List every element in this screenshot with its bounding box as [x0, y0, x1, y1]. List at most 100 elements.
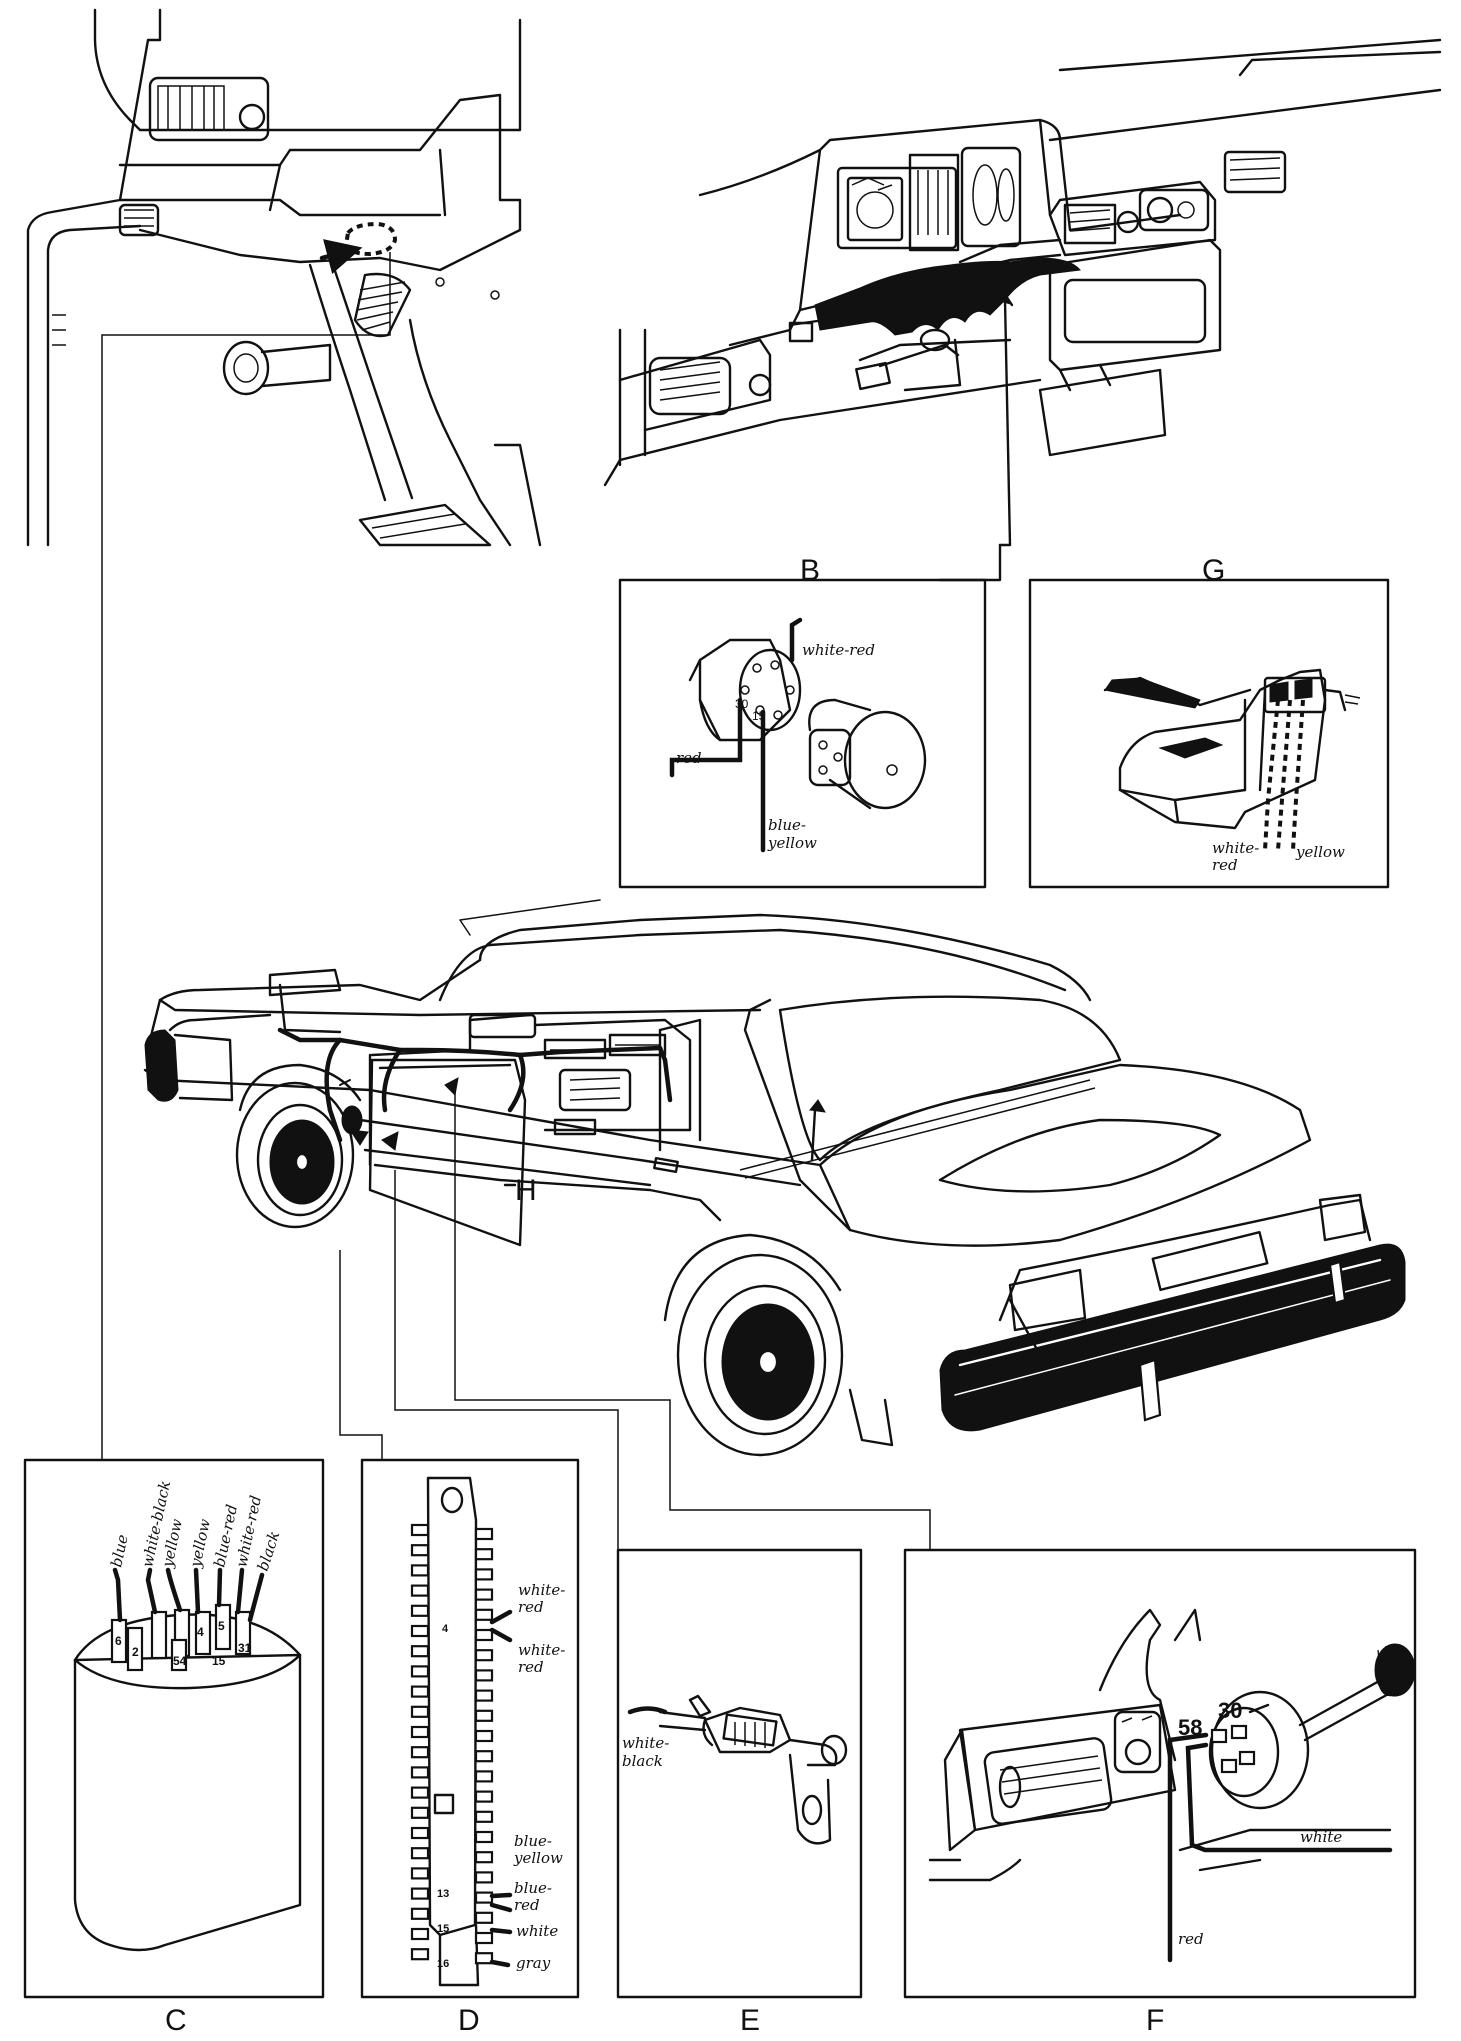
fuse-13: 13 [437, 1888, 449, 1900]
light-switch-body [1167, 1643, 1416, 1963]
wire-label-blue-1: blue- [514, 1832, 552, 1850]
center-console-vents [1038, 150, 1287, 457]
fuse-terminal-right [474, 1871, 494, 1884]
wire-label-white-2: white- [518, 1641, 565, 1659]
fuse-terminal-right [474, 1669, 494, 1682]
wire-label-red: red [676, 749, 702, 767]
wire-label-white: white [1300, 1828, 1342, 1846]
fuse-terminal-right [474, 1851, 494, 1864]
fuse-terminals-right [474, 1527, 494, 1965]
left-dash-vent [603, 328, 1042, 487]
panel-e-letter: E [740, 2004, 760, 2037]
wire-label-blue-2: blue- [514, 1879, 552, 1897]
wire-label-white-1: white- [518, 1581, 565, 1599]
panel-b-letter: B [800, 554, 820, 587]
wire-label-red: red [1212, 856, 1238, 874]
panel-c-letter: C [165, 2004, 187, 2037]
wire-label-red-1: red [518, 1598, 544, 1616]
steering-column-cover [814, 257, 1081, 336]
wire-label-yellow: yellow [513, 1849, 563, 1867]
terminal-30: 30 [1218, 1698, 1242, 1723]
terminal-15: 15 [212, 1654, 226, 1668]
fuse-terminal-right [474, 1689, 494, 1702]
panel-d-letter: D [458, 2004, 480, 2037]
panel-g-letter: G [1202, 554, 1225, 587]
fuse-terminal-left [410, 1645, 430, 1658]
fuse-15: 15 [437, 1923, 449, 1935]
fuse-terminal-right [474, 1628, 494, 1642]
panel-f: 58 30 white red F [903, 1548, 1417, 2037]
fuse-terminal-left [410, 1564, 430, 1577]
fuse-terminal-right [474, 1931, 494, 1945]
fuse-terminal-left [410, 1725, 430, 1739]
wire-label-black: black [254, 1529, 284, 1573]
wire-label-white-red: white-red [802, 641, 875, 659]
fuse-terminal-right [474, 1527, 494, 1541]
leader-lines [101, 252, 931, 1550]
panel-f-letter: F [1146, 2004, 1164, 2037]
fuse-terminal-left [410, 1786, 430, 1799]
wire-label-yellow: yellow [767, 834, 817, 852]
terminal-4: 4 [197, 1625, 204, 1639]
fuse-terminal-left [410, 1705, 430, 1718]
fuse-terminal-right [474, 1911, 494, 1924]
panel-g: white- red yellow [1028, 578, 1390, 889]
fuse-terminal-left [410, 1847, 430, 1860]
fuse-terminal-left [410, 1584, 430, 1597]
terminal-58: 58 [1178, 1715, 1202, 1740]
wire-label-white: white- [622, 1734, 669, 1752]
fuse-terminal-right [474, 1952, 494, 1965]
wire-label-red-3: red [514, 1896, 540, 1914]
fuse-terminal-right [474, 1568, 494, 1581]
wire-label-white: white- [1212, 839, 1259, 857]
car-illustration: H [143, 899, 1406, 1457]
wire-label-yellow: yellow [1295, 843, 1345, 861]
wire-label-blue: blue [107, 1533, 131, 1569]
terminal-6: 6 [115, 1634, 122, 1648]
fuse-terminal-left [410, 1544, 430, 1557]
fuse-4: 4 [442, 1623, 449, 1635]
fuse-terminal-right [474, 1770, 494, 1783]
wire-label-red-2: red [518, 1658, 544, 1676]
fuse-terminal-right [474, 1790, 494, 1803]
fuse-terminal-left [410, 1604, 430, 1617]
fuse-terminal-left [410, 1887, 430, 1900]
terminal-54: 54 [173, 1654, 187, 1668]
fuse-terminal-left [410, 1907, 430, 1920]
pedal-spring [353, 272, 412, 338]
fuse-terminal-left [410, 1766, 430, 1779]
fuse-terminal-right [474, 1729, 494, 1743]
dashboard-view: B G [603, 38, 1442, 587]
fuse-terminal-right [474, 1588, 494, 1601]
label-h: H [515, 1174, 537, 1207]
fuse-terminal-right [474, 1608, 494, 1621]
panel-d: 4 13 15 16 white- red white- red blue- y… [360, 1458, 580, 2037]
fuse-terminal-left [410, 1927, 430, 1941]
panel-b: 15 30 white-red red blue- yellow [618, 578, 987, 889]
fuse-terminal-left [410, 1665, 430, 1678]
fuse-terminals-left [410, 1523, 430, 1961]
fuse-terminal-left [410, 1806, 430, 1819]
fuse-terminal-right [474, 1891, 494, 1904]
fuse-terminal-right [474, 1830, 494, 1844]
fuse-16: 16 [437, 1958, 449, 1970]
fuse-terminal-right [474, 1750, 494, 1763]
fuse-terminal-right [474, 1810, 494, 1823]
fuse-terminal-left [410, 1948, 430, 1961]
under-dash-view [26, 8, 542, 547]
instrument-cluster [836, 146, 1022, 252]
fuse-terminal-left [410, 1867, 430, 1880]
terminal-5: 5 [218, 1619, 225, 1633]
terminal-2: 2 [132, 1645, 139, 1659]
fuse-terminal-left [410, 1826, 430, 1840]
fuse-terminal-right [474, 1548, 494, 1561]
fuse-terminal-left [410, 1746, 430, 1759]
wire-label-yellow-2: yellow [186, 1517, 214, 1570]
panel-e: white- black E [616, 1548, 863, 2037]
fuse-terminal-left [410, 1523, 430, 1537]
terminal-31: 31 [238, 1641, 252, 1655]
fuse-terminal-left [410, 1624, 430, 1638]
wire-label-black: black [622, 1752, 663, 1770]
